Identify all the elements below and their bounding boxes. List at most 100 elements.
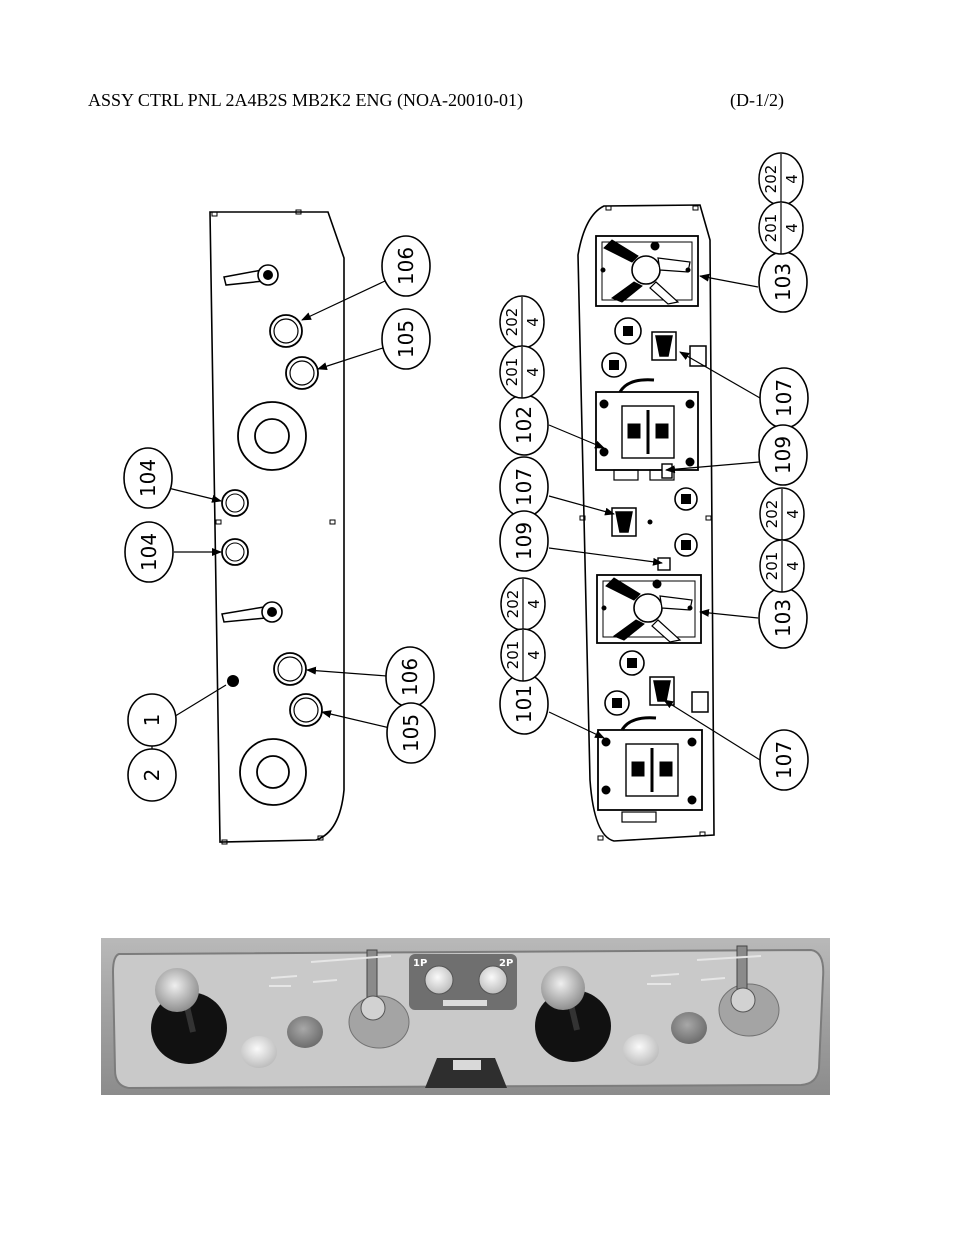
left-callouts: 106 105 104 104 106 105 1 2 bbox=[123, 235, 436, 802]
right-leader-lines bbox=[548, 273, 761, 761]
center-emblem-plate bbox=[453, 1060, 481, 1070]
callout-1: 1 bbox=[127, 693, 177, 747]
label-1p: 1P bbox=[413, 958, 427, 969]
button-106-top bbox=[269, 314, 303, 348]
svg-text:4: 4 bbox=[524, 317, 542, 327]
svg-text:109: 109 bbox=[771, 436, 795, 474]
callout-107-middle: 107 bbox=[499, 456, 549, 518]
callout-103-bottom: 103 bbox=[758, 587, 808, 649]
joystick-plate-top bbox=[595, 235, 699, 307]
svg-text:104: 104 bbox=[136, 459, 160, 497]
callout-109-bottom: 109 bbox=[499, 510, 549, 572]
callout-106-bottom: 106 bbox=[385, 646, 435, 708]
split-callout-202-upper-left: 202 4 bbox=[499, 295, 545, 349]
lever-switch-bottom bbox=[221, 601, 283, 623]
callout-106-top: 106 bbox=[381, 235, 431, 297]
callout-107-top: 107 bbox=[759, 367, 809, 429]
page-number: (D-1/2) bbox=[730, 90, 784, 110]
lever-nut-1p bbox=[360, 995, 386, 1021]
svg-text:105: 105 bbox=[399, 714, 423, 752]
svg-text:202: 202 bbox=[503, 308, 521, 337]
svg-text:4: 4 bbox=[525, 650, 543, 660]
button-mount-symbols bbox=[609, 326, 691, 708]
printed-stripes bbox=[269, 955, 762, 987]
svg-text:201: 201 bbox=[763, 552, 781, 581]
svg-text:4: 4 bbox=[524, 367, 542, 377]
joystick-ball-1p bbox=[155, 968, 199, 1012]
button-105-bottom bbox=[289, 693, 323, 727]
split-callout-202-lower-left: 202 4 bbox=[500, 577, 546, 631]
callout-105-bottom: 105 bbox=[386, 702, 436, 764]
callout-104-upper: 104 bbox=[123, 447, 173, 509]
panel-hole bbox=[647, 519, 653, 525]
svg-text:201: 201 bbox=[762, 214, 780, 243]
button-104-lower bbox=[221, 538, 249, 566]
svg-text:202: 202 bbox=[762, 165, 780, 194]
svg-text:202: 202 bbox=[504, 590, 522, 619]
button-gray-1p bbox=[287, 1016, 323, 1048]
svg-text:201: 201 bbox=[503, 358, 521, 387]
button-white-1p bbox=[241, 1036, 277, 1068]
svg-text:201: 201 bbox=[504, 641, 522, 670]
callout-104-lower: 104 bbox=[124, 521, 174, 583]
right-callouts: 103 107 102 109 107 109 103 101 bbox=[499, 251, 809, 791]
callout-109-top: 109 bbox=[758, 424, 808, 486]
svg-text:109: 109 bbox=[512, 522, 536, 560]
button-105-top bbox=[285, 356, 319, 390]
svg-text:101: 101 bbox=[512, 685, 536, 723]
svg-text:4: 4 bbox=[783, 223, 801, 233]
callout-105-top: 105 bbox=[381, 308, 431, 370]
lever-switch-top bbox=[223, 264, 279, 286]
control-panel-photo-drawing: 1P 2P bbox=[111, 945, 825, 1090]
split-callout-201-top-right: 201 4 bbox=[758, 201, 804, 255]
svg-text:103: 103 bbox=[771, 599, 795, 637]
start-button-2p bbox=[478, 965, 508, 995]
label-2p: 2P bbox=[499, 958, 513, 969]
svg-text:106: 106 bbox=[394, 247, 418, 285]
button-106-bottom bbox=[273, 652, 307, 686]
left-leader-lines bbox=[151, 280, 391, 750]
button-gray-2p bbox=[671, 1012, 707, 1044]
button-104-upper bbox=[221, 489, 249, 517]
center-emblem bbox=[425, 1058, 507, 1088]
switch-assembly-102 bbox=[595, 378, 699, 481]
svg-text:106: 106 bbox=[398, 658, 422, 696]
joystick-ball-2p bbox=[541, 966, 585, 1010]
lever-nut-2p bbox=[730, 987, 756, 1013]
svg-text:103: 103 bbox=[771, 263, 795, 301]
svg-text:4: 4 bbox=[784, 561, 802, 571]
split-callout-201-upper-left: 201 4 bbox=[499, 345, 545, 399]
left-panel-outline bbox=[209, 209, 345, 845]
split-callout-201-lower-left: 201 4 bbox=[500, 628, 546, 682]
callout-103-top: 103 bbox=[758, 251, 808, 313]
split-callout-202-mid-right: 202 4 bbox=[759, 487, 805, 541]
lever-switches-107 bbox=[611, 331, 709, 713]
joystick-hole-top bbox=[237, 401, 307, 471]
svg-text:107: 107 bbox=[772, 379, 796, 417]
svg-text:4: 4 bbox=[525, 599, 543, 609]
button-white-2p bbox=[623, 1034, 659, 1066]
svg-text:105: 105 bbox=[394, 320, 418, 358]
right-panel-outline bbox=[577, 204, 715, 842]
joystick-plate-bottom bbox=[596, 574, 702, 644]
svg-text:102: 102 bbox=[512, 406, 536, 444]
svg-text:107: 107 bbox=[772, 741, 796, 779]
panel-marker-dot bbox=[227, 675, 239, 687]
svg-text:104: 104 bbox=[137, 533, 161, 571]
document-title: ASSY CTRL PNL 2A4B2S MB2K2 ENG (NOA-2001… bbox=[88, 90, 524, 110]
callout-101: 101 bbox=[499, 673, 549, 735]
callout-107-bottom: 107 bbox=[759, 729, 809, 791]
svg-text:4: 4 bbox=[784, 509, 802, 519]
svg-text:1: 1 bbox=[140, 714, 164, 727]
control-panel-photo: 1P 2P bbox=[101, 938, 830, 1095]
split-callout-201-mid-right: 201 4 bbox=[759, 539, 805, 593]
svg-text:202: 202 bbox=[763, 500, 781, 529]
svg-text:4: 4 bbox=[783, 174, 801, 184]
callout-2: 2 bbox=[127, 748, 177, 802]
callout-102: 102 bbox=[499, 394, 549, 456]
split-callouts: 202 4 201 4 202 4 201 4 202 4 bbox=[499, 152, 805, 682]
svg-text:107: 107 bbox=[512, 468, 536, 506]
joystick-hole-bottom bbox=[239, 738, 307, 806]
split-callout-202-top-right: 202 4 bbox=[758, 152, 804, 206]
